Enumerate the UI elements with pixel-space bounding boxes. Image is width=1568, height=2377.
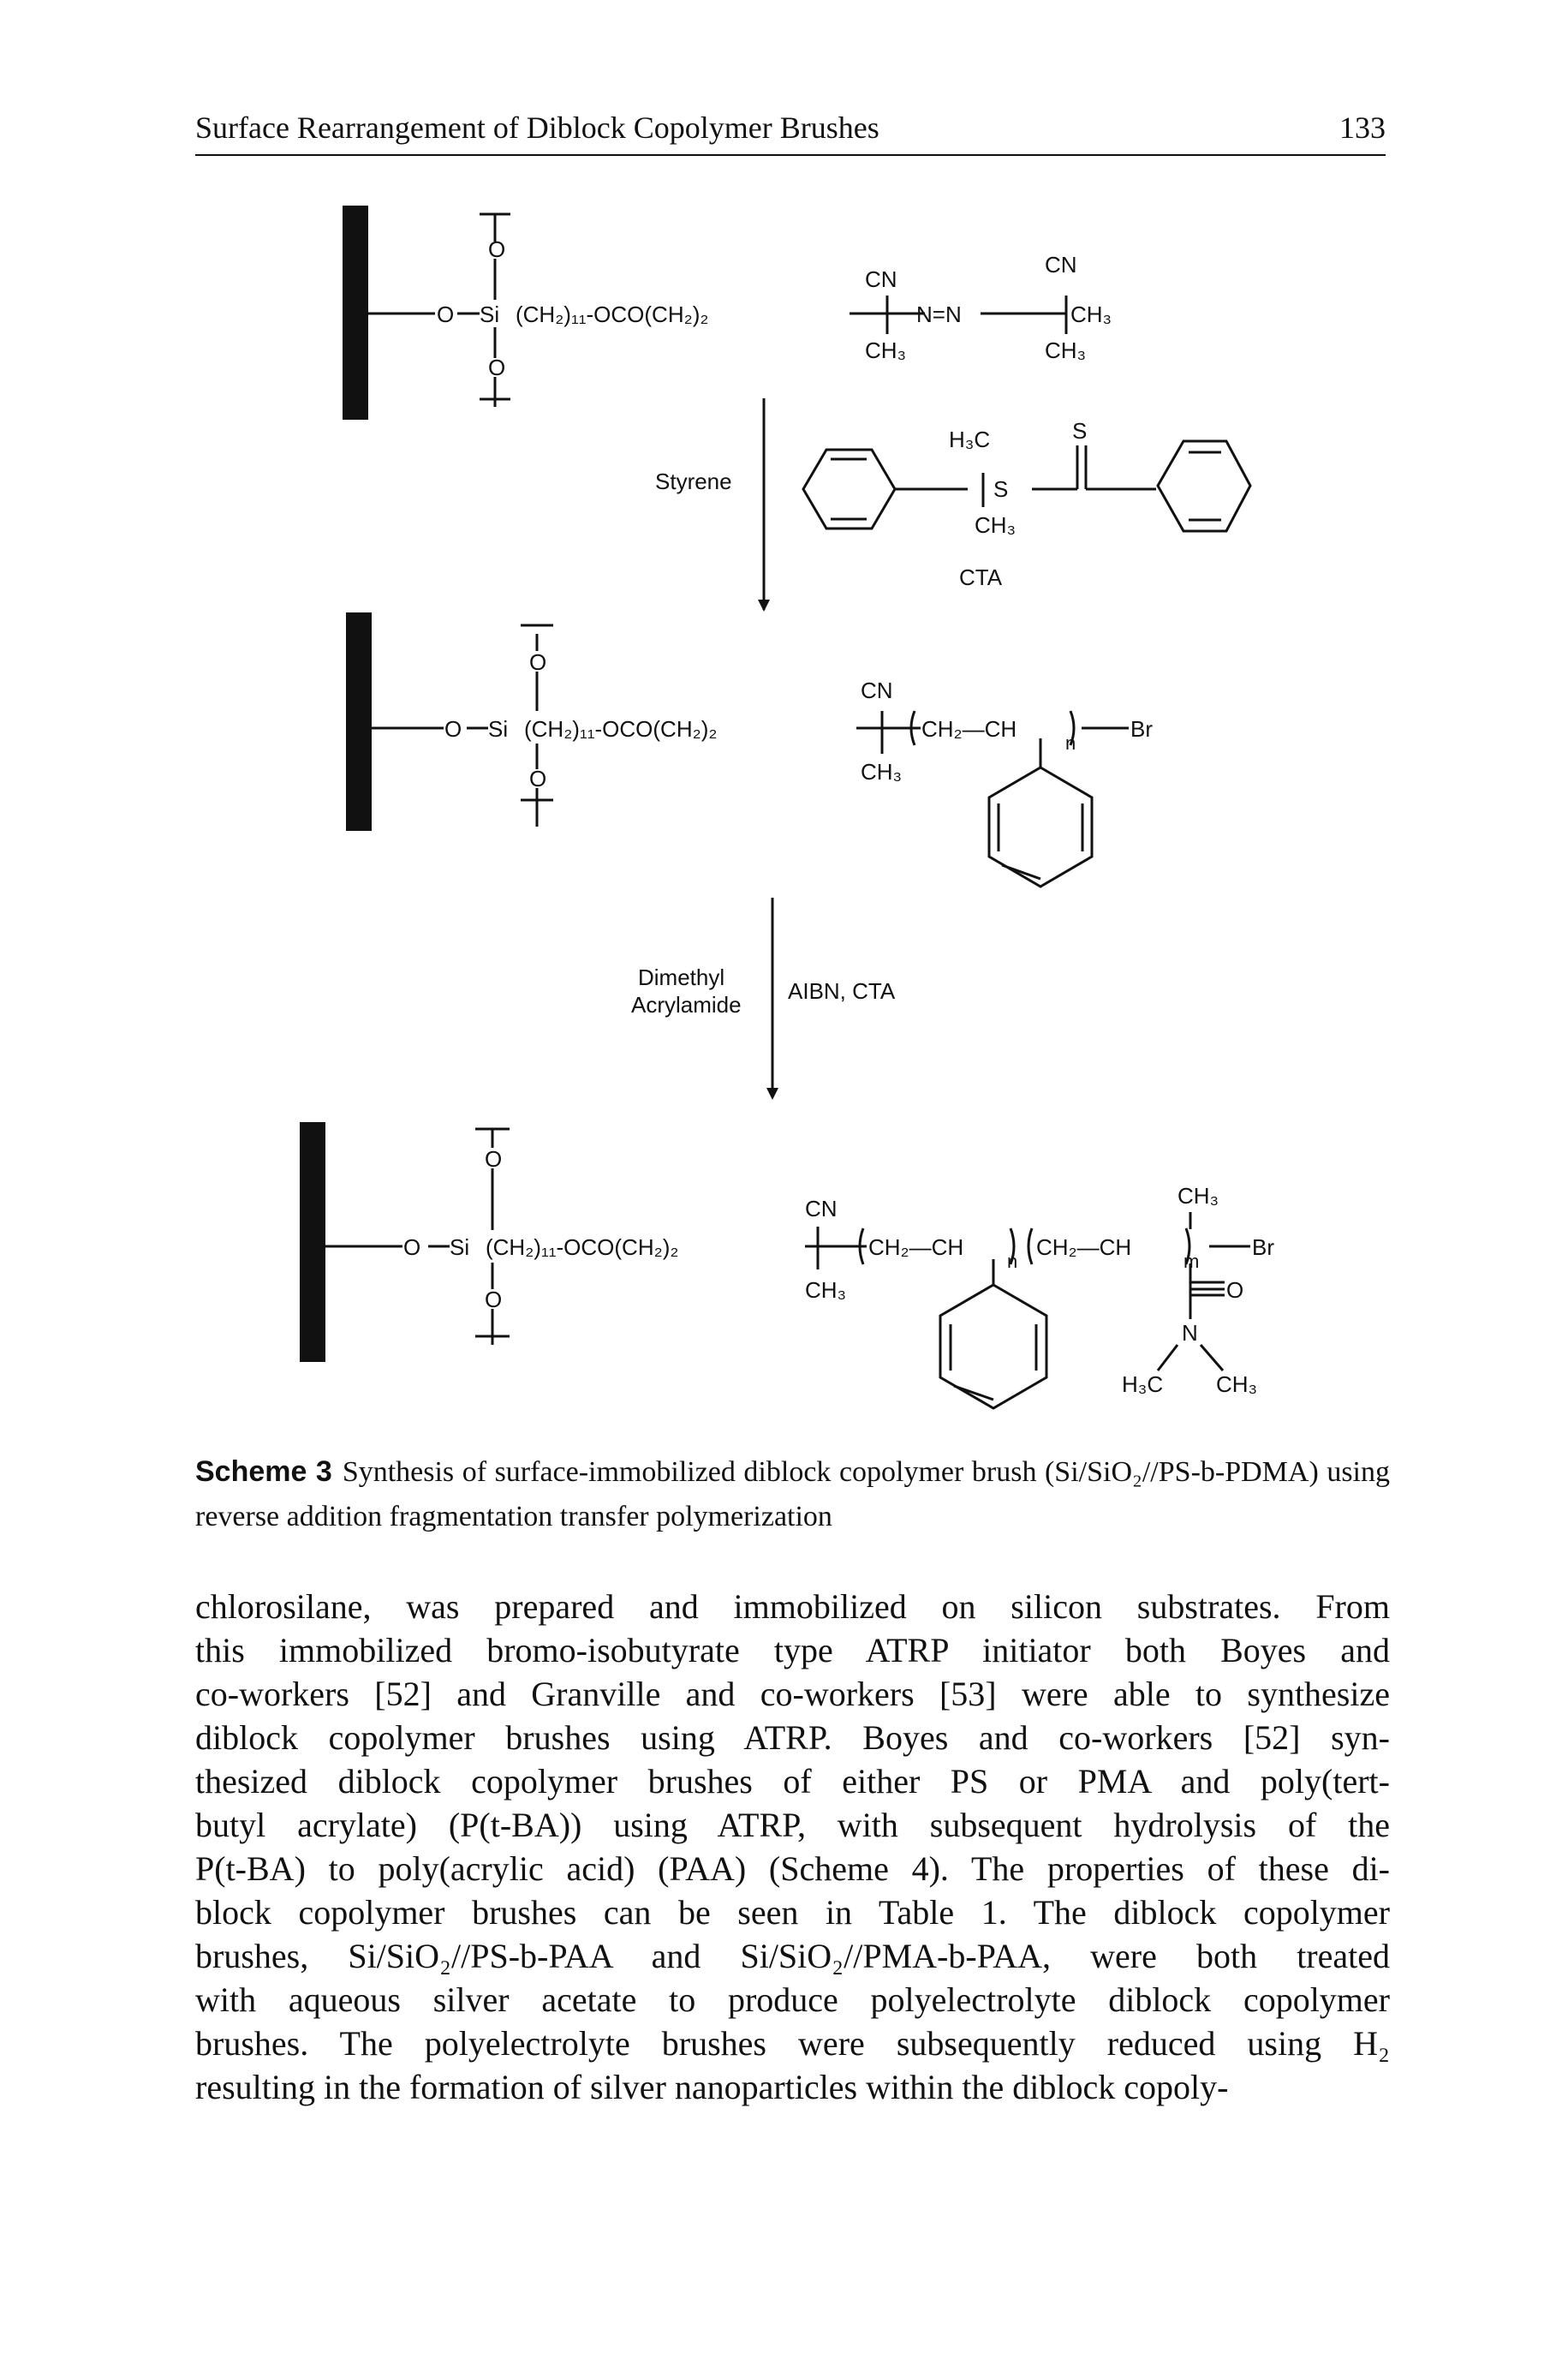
text-line: chlorosilane, was prepared and immobiliz…: [195, 1587, 1390, 1626]
page-number: 133: [1339, 110, 1386, 145]
o-atom: O: [485, 1146, 502, 1172]
text-line: this immobilized bromo-isobutyrate type …: [195, 1631, 1390, 1669]
substrate-bar-1: [343, 206, 368, 420]
amide-n-label: N: [1182, 1320, 1198, 1346]
cta-phenyl-ring-1: [802, 448, 897, 530]
text-line: with aqueous silver acetate to produce p…: [195, 1980, 1390, 2019]
azo-label: N=N: [916, 302, 962, 327]
o-atom: O: [403, 1234, 420, 1260]
text-line: P(t-BA) to poly(acrylic acid) (PAA) (Sch…: [195, 1849, 1390, 1888]
o-atom: O: [444, 716, 462, 742]
text-line: resulting in the formation of silver nan…: [195, 2068, 1229, 2106]
ch3-label: CH₃: [861, 759, 902, 785]
linker-label: (CH₂)₁₁-OCO(CH₂)₂: [516, 302, 708, 327]
substrate-bar-3: [300, 1122, 325, 1362]
cta-phenyl-ring-2: [1156, 439, 1252, 533]
text-line: diblock copolymer brushes using ATRP. Bo…: [195, 1718, 1390, 1757]
cta-h3c-label: H₃C: [949, 427, 990, 452]
cn-label: CN: [861, 678, 893, 703]
ch3-label: CH₃: [1177, 1183, 1219, 1209]
o-atom: O: [488, 236, 505, 262]
text-line: brushes. The polyelectrolyte brushes wer…: [195, 2024, 1390, 2063]
o-atom: O: [529, 766, 546, 791]
text-line: co-workers [52] and Granville and co-wor…: [195, 1675, 1390, 1713]
ch3-label: CH₃: [865, 337, 906, 363]
text-line: thesized diblock copolymer brushes of ei…: [195, 1762, 1390, 1801]
text-line: butyl acrylate) (P(t-BA)) using ATRP, wi…: [195, 1806, 1390, 1844]
running-head: Surface Rearrangement of Diblock Copolym…: [195, 110, 1386, 156]
text-line: block copolymer brushes can be seen in T…: [195, 1893, 1390, 1932]
cta-ch3-label: CH₃: [975, 512, 1016, 538]
dimethyl-label: Dimethyl: [638, 965, 724, 990]
cta-s-label: S: [1072, 418, 1087, 444]
running-title: Surface Rearrangement of Diblock Copolym…: [195, 110, 879, 145]
cn-label: CN: [1045, 252, 1077, 278]
phenyl-ring-step3: [939, 1283, 1048, 1410]
ch3-label: CH₃: [1045, 337, 1086, 363]
br-label: Br: [1130, 716, 1153, 742]
styrene-label: Styrene: [655, 469, 732, 494]
repeat-unit-label: CH₂—CH: [1036, 1234, 1131, 1260]
o-atom: O: [529, 649, 546, 675]
body-paragraph: chlorosilane, was prepared and immobiliz…: [195, 1585, 1390, 2109]
cn-label: CN: [805, 1196, 838, 1221]
caption-label: Scheme 3: [195, 1455, 332, 1488]
repeat-unit-label: CH₂—CH: [921, 716, 1017, 742]
ch3-label: CH₃: [1070, 302, 1112, 327]
h3c-label: H₃C: [1122, 1371, 1163, 1397]
ch3-label: CH₃: [805, 1277, 846, 1303]
cta-label: CTA: [959, 564, 1003, 590]
repeat-unit-label: CH₂—CH: [868, 1234, 963, 1260]
subscript-n: n: [1007, 1251, 1017, 1272]
o-atom: O: [437, 302, 454, 327]
o-atom: O: [488, 355, 505, 380]
br-label: Br: [1252, 1234, 1274, 1260]
si-atom: Si: [450, 1234, 469, 1260]
linker-label: (CH₂)₁₁-OCO(CH₂)₂: [486, 1234, 678, 1260]
subscript-n: n: [1065, 732, 1076, 754]
substrate-bar-2: [346, 612, 372, 831]
text-line: brushes, Si/SiO₂//PS-b-PAA and Si/SiO₂//…: [195, 1937, 1390, 1975]
n-ch3-label: CH₃: [1216, 1371, 1257, 1397]
cn-label: CN: [865, 266, 897, 292]
caption-text: Synthesis of surface-immobilized diblock…: [195, 1456, 1391, 1532]
o-atom: O: [485, 1287, 502, 1312]
linker-label: (CH₂)₁₁-OCO(CH₂)₂: [524, 716, 717, 742]
si-atom: Si: [488, 716, 508, 742]
aibn-cta-label: AIBN, CTA: [788, 978, 896, 1004]
phenyl-ring-step2: [987, 766, 1094, 888]
subscript-m: m: [1183, 1251, 1199, 1272]
cta-s-label: S: [993, 476, 1008, 502]
acrylamide-label: Acrylamide: [631, 992, 742, 1018]
si-atom: Si: [480, 302, 499, 327]
carbonyl-o-label: O: [1226, 1277, 1243, 1303]
reaction-scheme: O O Si O (CH₂)₁₁-OCO(CH₂)₂ CN CH₃ N=N CN…: [300, 206, 1274, 1410]
